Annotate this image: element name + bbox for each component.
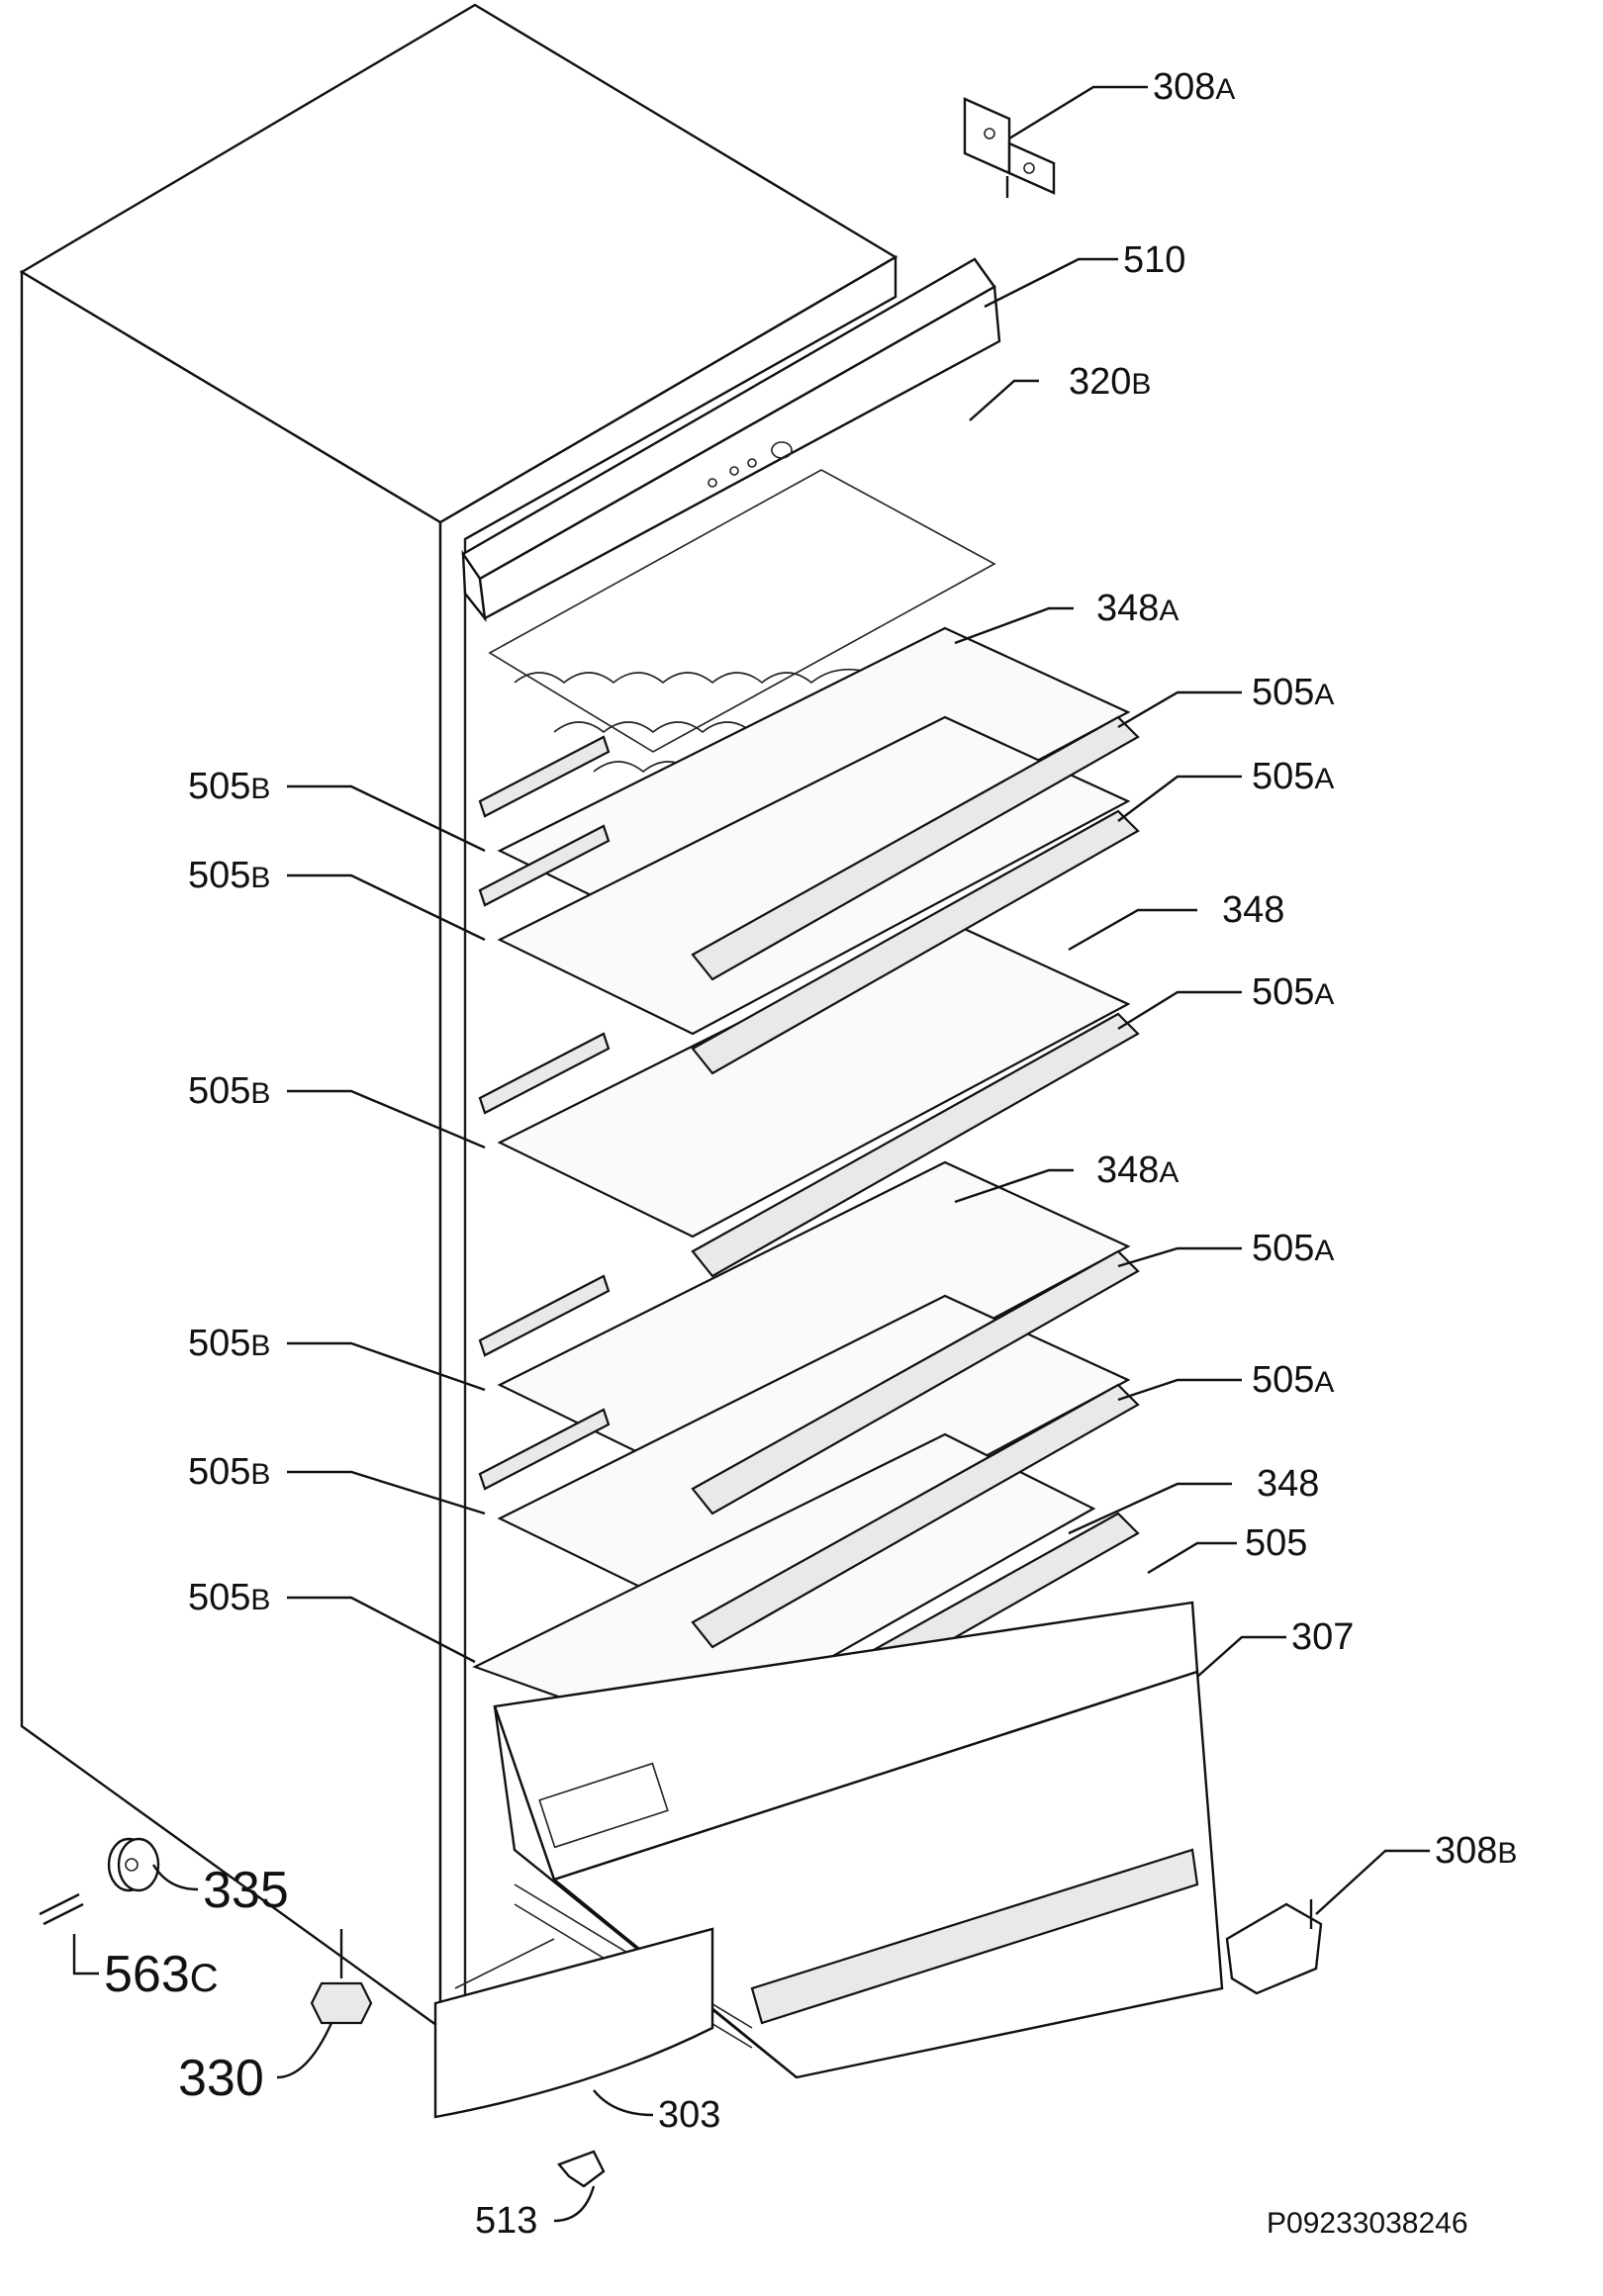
callout-505b-4: 505B [188,1323,270,1364]
callout-348a-top: 348A [1096,588,1179,629]
callout-505a-5: 505A [1252,1359,1334,1401]
callout-505b-1: 505B [188,766,270,807]
callout-320b: 320B [1069,361,1151,403]
callout-307: 307 [1291,1616,1354,1658]
callout-505a-2: 505A [1252,756,1334,797]
callout-505a-3: 505A [1252,971,1334,1013]
leader-lines [72,85,1430,2223]
callout-335: 335 [203,1862,289,1919]
shelf-348-mid [497,715,1131,1036]
wheel-335 [107,1837,160,1892]
callout-505a-1: 505A [1252,672,1334,713]
callout-505b-2: 505B [188,855,270,896]
callout-510: 510 [1123,239,1185,281]
cabinet [19,3,898,2031]
side-supports-505b [478,735,611,1491]
callout-303: 303 [658,2094,720,2136]
callout-505b-3: 505B [188,1070,270,1112]
reference-code: P09233038246 [1267,2207,1468,2240]
callout-505b-6: 505B [188,1577,270,1618]
callout-505a-4: 505A [1252,1228,1334,1269]
callout-labels: 308A 510 320B 348A 505A 505A 348 505A 34… [104,66,1517,2242]
hinge-308b [1225,1899,1323,1995]
callout-348-mid: 348 [1222,889,1284,931]
kick-plate-303 [433,1927,714,2119]
leveling-foot-330 [310,1929,373,2025]
shelf-348a-mid [497,1160,1131,1481]
callout-348a-mid: 348A [1096,1149,1179,1191]
callout-513: 513 [475,2200,537,2242]
callout-505: 505 [1245,1522,1307,1564]
shelves [472,626,1131,1743]
callout-308a: 308A [1153,66,1235,108]
callout-563c: 563C [104,1946,219,2003]
callout-348-low: 348 [1257,1463,1319,1505]
crisper-drawer-307 [493,1601,1224,2079]
control-panel-510 [461,257,1001,623]
hinge-308a [963,97,1056,198]
callout-330: 330 [178,2050,264,2107]
callout-505b-5: 505B [188,1451,270,1493]
axle-pin-563c [39,1892,84,1926]
clip-513 [556,2150,606,2188]
callout-308b: 308B [1435,1830,1517,1872]
